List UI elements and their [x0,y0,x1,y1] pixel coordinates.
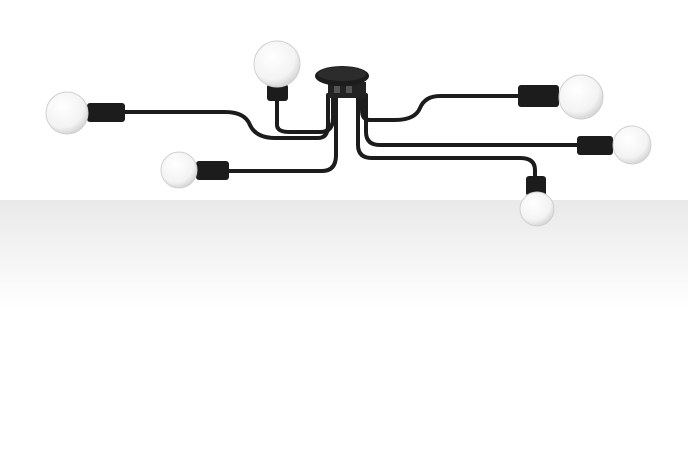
light-bulb-icon [45,91,89,135]
light-bulb-icon [160,151,198,189]
arm-top-right [360,93,520,122]
canopy [315,66,369,98]
arm-far-left [123,93,330,140]
arm-left [226,93,338,173]
socket [577,136,613,155]
socket [196,161,229,180]
bulbs [45,40,652,227]
arm-right [364,93,579,147]
socket [267,84,288,101]
socket [518,85,559,107]
socket [87,103,125,122]
arm-bottom-right [356,93,537,179]
lamp-arms [123,93,579,179]
light-bulb-icon [519,191,555,227]
light-bulb-icon [612,125,652,165]
socket [526,176,546,196]
arm-top-left [275,93,335,134]
sockets [87,84,613,196]
light-bulb-icon [253,40,301,88]
floor-gradient-band [0,200,688,310]
light-bulb-icon [558,74,604,120]
